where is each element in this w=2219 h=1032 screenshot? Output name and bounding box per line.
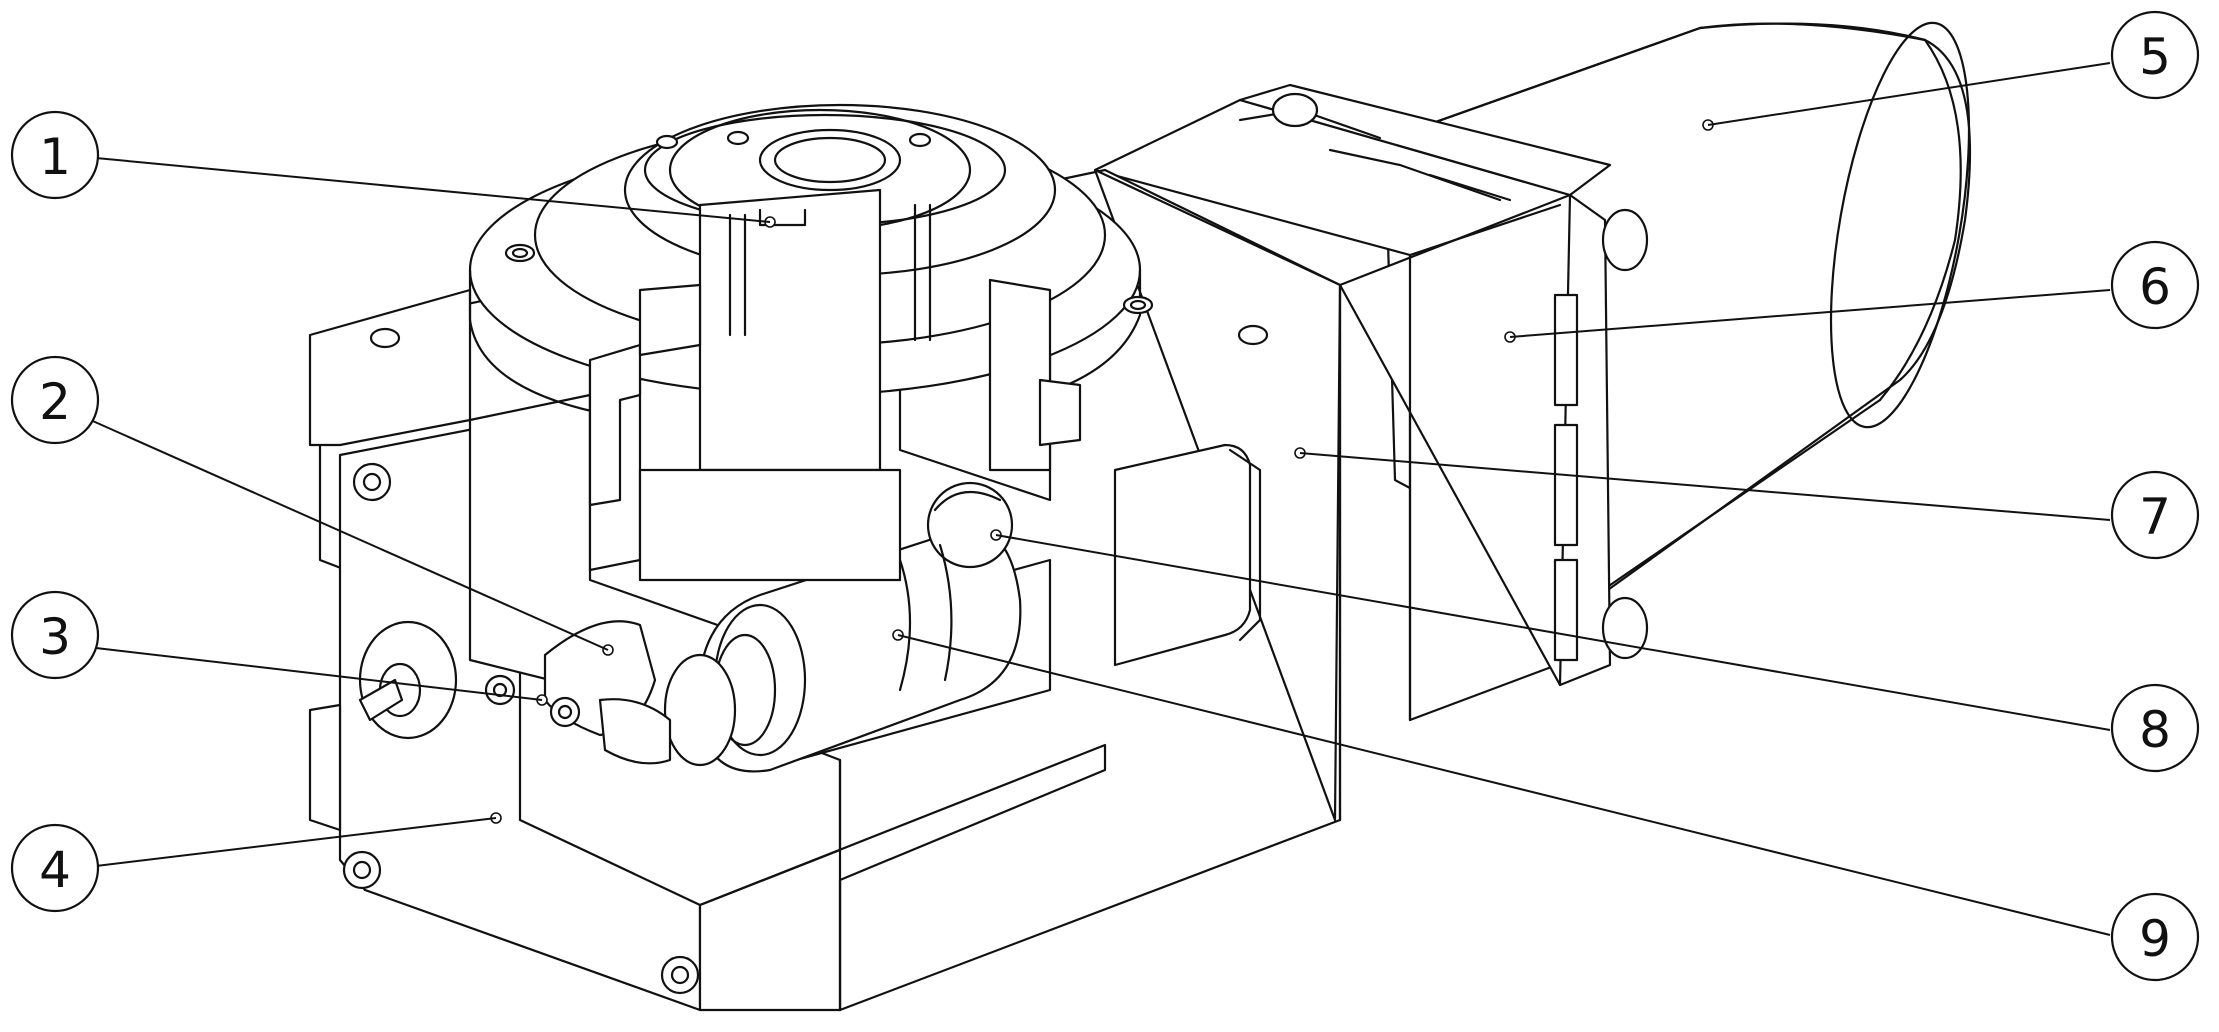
rotary-table <box>369 103 1269 582</box>
callout-1: 1 <box>10 110 100 200</box>
callout-7: 7 <box>2110 470 2200 560</box>
callout-8: 8 <box>2110 683 2200 773</box>
callout-1-label: 1 <box>39 128 71 186</box>
callout-6: 6 <box>2110 240 2200 330</box>
callout-3: 3 <box>10 590 100 680</box>
motor-flange <box>1093 83 1649 722</box>
callout-2: 2 <box>10 355 100 445</box>
callout-9-label: 9 <box>2139 910 2171 968</box>
callout-9: 9 <box>2110 892 2200 982</box>
callout-4-label: 4 <box>39 841 71 899</box>
callout-4: 4 <box>10 823 100 913</box>
callout-5-label: 5 <box>2139 28 2171 86</box>
callout-3-label: 3 <box>39 608 71 666</box>
leader-lines <box>85 62 2111 936</box>
callout-5: 5 <box>2110 10 2200 100</box>
callout-7-label: 7 <box>2139 488 2171 546</box>
callout-8-label: 8 <box>2139 701 2171 759</box>
callout-6-label: 6 <box>2139 258 2171 316</box>
callout-2-label: 2 <box>39 373 71 431</box>
